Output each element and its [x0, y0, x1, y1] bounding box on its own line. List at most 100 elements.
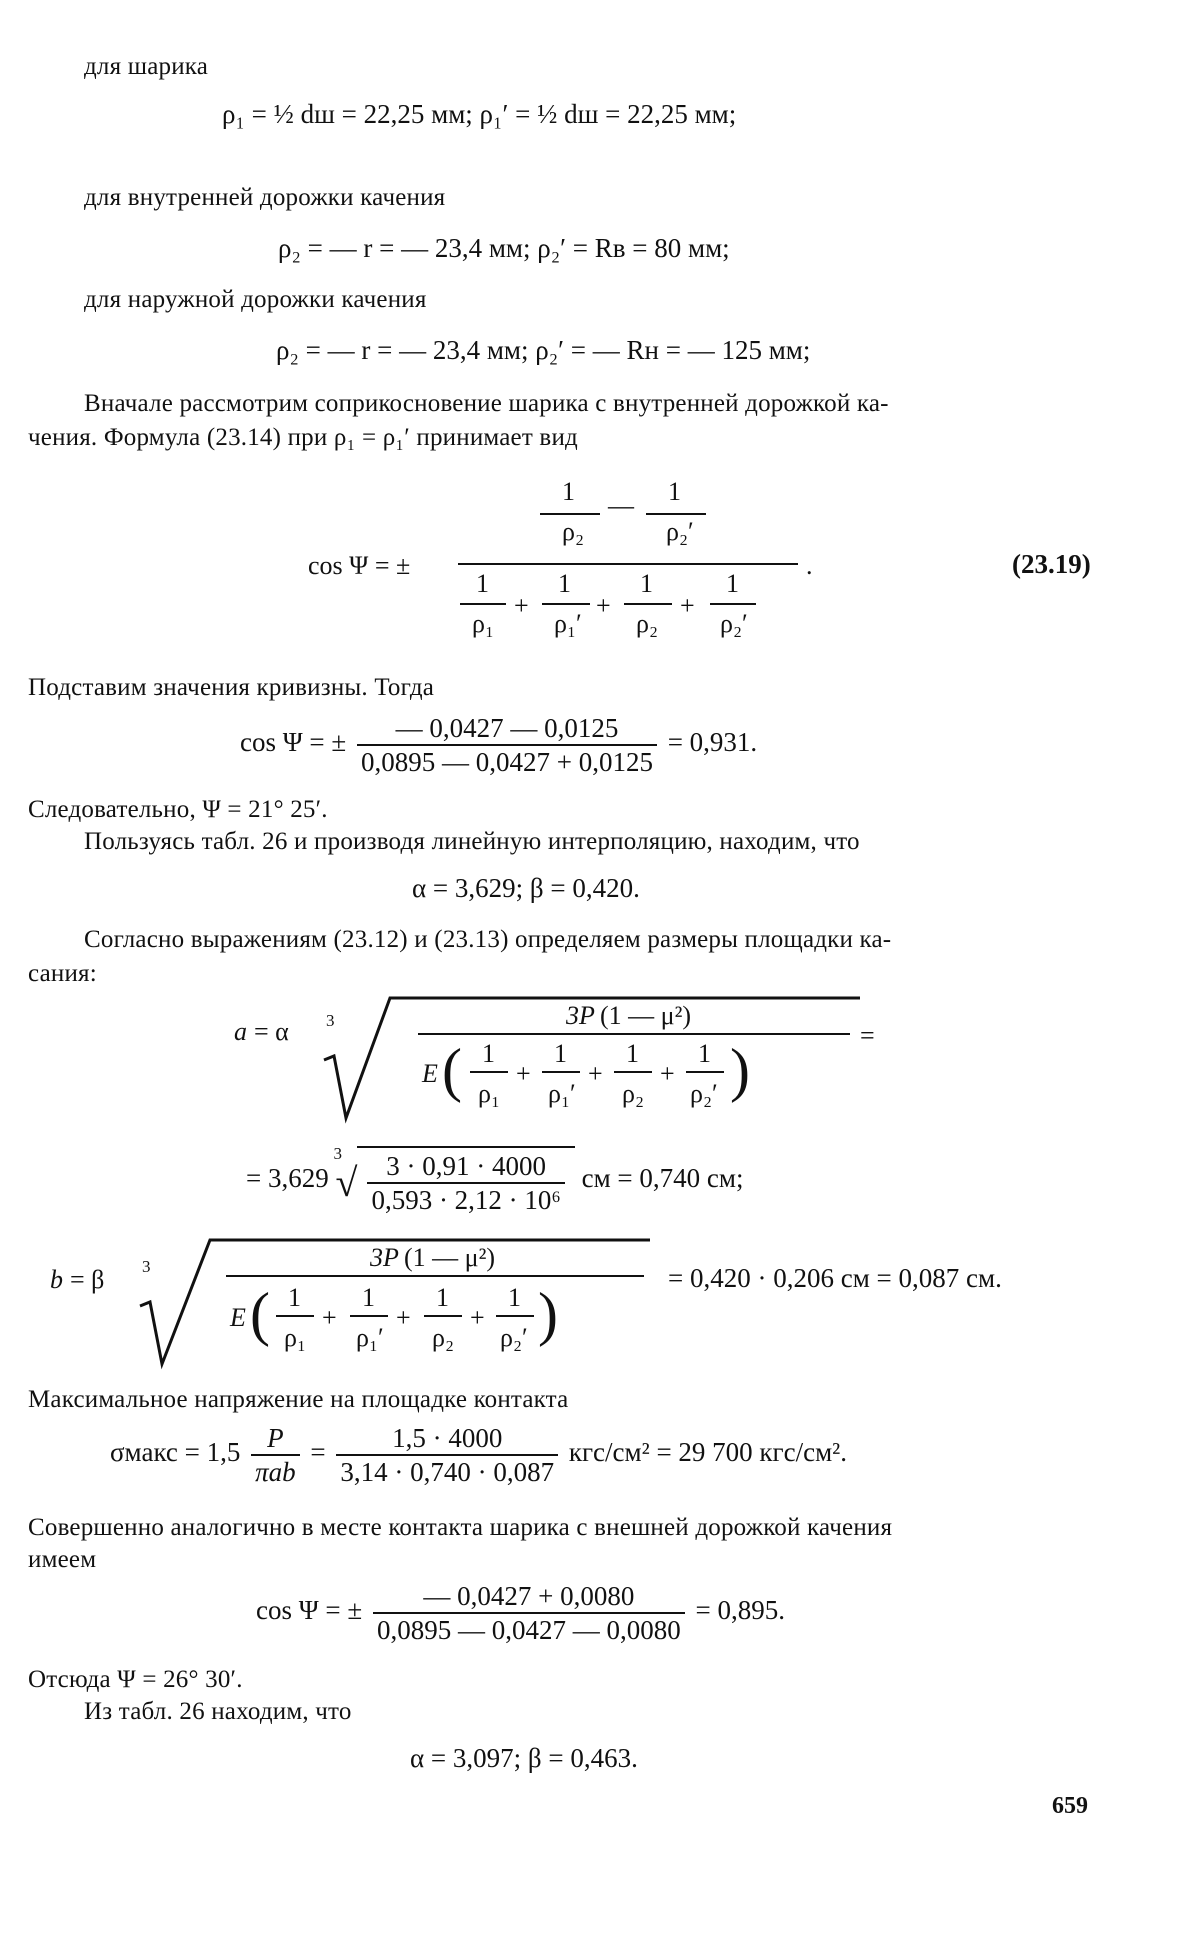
svg-text:—: — [607, 491, 635, 520]
eq-cos-fraction: — 0,0427 — 0,0125 0,0895 — 0,0427 + 0,01… [356, 712, 657, 778]
equation-23-19: cos Ψ = ± 1 ρ₂ — 1 ρ₂′ 1 ρ₁ + 1 ρ₁′ + 1 … [308, 477, 813, 638]
svg-text:ρ₂: ρ₂ [432, 1323, 454, 1352]
svg-text:1: 1 [626, 1039, 639, 1068]
text-paragraph-6: Максимальное напряжение на площадке конт… [28, 1386, 569, 1413]
text-paragraph-5a: Согласно выражениям (23.12) и (23.13) оп… [84, 926, 892, 953]
text-paragraph-7b: имеем [28, 1546, 97, 1573]
eq-a-denominator: 0,593 · 2,12 · 10⁶ [371, 1185, 561, 1215]
svg-text:(: ( [250, 1281, 270, 1347]
svg-text:(1 — μ²): (1 — μ²) [404, 1243, 495, 1272]
text-paragraph-3: Следовательно, Ψ = 21° 25′. [28, 796, 328, 823]
text-paragraph-1a: Вначале рассмотрим соприкосновение шарик… [84, 390, 889, 417]
eq-cos-result: = 0,931. [667, 727, 758, 758]
svg-text:ρ₁: ρ₁ [472, 609, 494, 638]
svg-text:+: + [514, 591, 529, 620]
svg-text:=: = [860, 1021, 875, 1050]
svg-text:ρ₂′: ρ₂′ [500, 1323, 528, 1352]
equation-alpha-beta-outer: α = 3,097; β = 0,463. [410, 1743, 638, 1773]
equation-a-numeric: = 3,629 3 √ 3 · 0,91 · 4000 0,593 · 2,12… [246, 1144, 744, 1216]
text-paragraph-7a: Совершенно аналогично в месте контакта ш… [28, 1514, 893, 1541]
svg-text:1: 1 [668, 477, 681, 506]
svg-text:ρ₂′: ρ₂′ [666, 517, 694, 546]
eq-cos-numerator: — 0,0427 — 0,0125 [356, 712, 657, 746]
svg-text:+: + [516, 1059, 531, 1088]
svg-text:.: . [806, 551, 813, 580]
equation-sigma-max: σмакс = 1,5 P πab = 1,5 · 4000 3,14 · 0,… [110, 1422, 848, 1488]
svg-text:ρ₁′: ρ₁′ [554, 609, 582, 638]
svg-text:1: 1 [362, 1283, 375, 1312]
svg-text:1: 1 [476, 569, 489, 598]
svg-text:b: b [50, 1265, 63, 1294]
svg-text:1: 1 [558, 569, 571, 598]
equation-outer-race-radii: ρ₂ = — r = — 23,4 мм; ρ₂′ = — Rн = — 125… [276, 335, 811, 365]
eq-a-fraction: 3 · 0,91 · 4000 0,593 · 2,12 · 10⁶ [367, 1150, 565, 1216]
svg-text:ρ₁: ρ₁ [478, 1079, 500, 1108]
svg-text:ρ₂: ρ₂ [622, 1079, 644, 1108]
svg-text:+: + [596, 591, 611, 620]
svg-text:+: + [322, 1303, 337, 1332]
eq-a-radical: 3 √ 3 · 0,91 · 4000 0,593 · 2,12 · 10⁶ [333, 1144, 575, 1216]
equation-b-cube-root: b = β 3 3P (1 — μ²) E ( 1 ρ₁ + 1 ρ₁′ + 1… [50, 1238, 650, 1370]
svg-text:= β: = β [70, 1265, 104, 1294]
svg-text:cos Ψ = ±: cos Ψ = ± [308, 551, 410, 580]
svg-text:= α: = α [254, 1017, 289, 1046]
eq-cos2-numerator: — 0,0427 + 0,0080 [372, 1580, 685, 1614]
svg-text:ρ₂: ρ₂ [636, 609, 658, 638]
eq-sigma-result: кгс/см² = 29 700 кгс/см². [568, 1437, 848, 1468]
eq-cos2-denominator: 0,0895 — 0,0427 — 0,0080 [376, 1615, 681, 1645]
eq-cos2-result: = 0,895. [695, 1595, 785, 1626]
eq-a-numerator: 3 · 0,91 · 4000 [367, 1150, 565, 1184]
text-paragraph-5b: сания: [28, 960, 97, 987]
svg-text:1: 1 [482, 1039, 495, 1068]
text-ball-label: для шарика [84, 53, 209, 80]
svg-text:1: 1 [554, 1039, 567, 1068]
svg-text:3: 3 [142, 1257, 151, 1276]
svg-text:ρ₁: ρ₁ [284, 1323, 306, 1352]
svg-text:): ) [730, 1037, 750, 1103]
svg-text:ρ₁′: ρ₁′ [356, 1323, 384, 1352]
svg-text:+: + [660, 1059, 675, 1088]
eq-sigma-numeric-fraction: 1,5 · 4000 3,14 · 0,740 · 0,087 [336, 1422, 559, 1488]
svg-text:1: 1 [562, 477, 575, 506]
svg-text:1: 1 [726, 569, 739, 598]
svg-text:): ) [538, 1281, 558, 1347]
svg-text:1: 1 [698, 1039, 711, 1068]
svg-text:1: 1 [288, 1283, 301, 1312]
text-paragraph-2: Подставим значения кривизны. Тогда [28, 674, 435, 701]
equation-a-cube-root: a = α 3 3P (1 — μ²) E ( 1 ρ₁ + 1 ρ₁′ + 1… [234, 996, 875, 1124]
svg-text:ρ₂′: ρ₂′ [720, 609, 748, 638]
svg-text:(1 — μ²): (1 — μ²) [600, 1001, 691, 1030]
eq-sigma-symbolic-fraction: P πab [251, 1422, 300, 1488]
equation-cos-psi-inner: cos Ψ = ± — 0,0427 — 0,0125 0,0895 — 0,0… [240, 712, 757, 778]
equation-inner-race-radii: ρ₂ = — r = — 23,4 мм; ρ₂′ = Rв = 80 мм; [278, 233, 730, 263]
svg-text:+: + [470, 1303, 485, 1332]
text-paragraph-1b: чения. Формула (23.14) при ρ₁ = ρ₁′ прин… [28, 424, 578, 451]
equation-cos-psi-outer: cos Ψ = ± — 0,0427 + 0,0080 0,0895 — 0,0… [256, 1580, 785, 1646]
text-paragraph-9: Из табл. 26 находим, что [84, 1698, 352, 1725]
svg-text:ρ₁′: ρ₁′ [548, 1079, 576, 1108]
equation-b-result: = 0,420 · 0,206 см = 0,087 см. [668, 1263, 1002, 1293]
eq-sigma-denominator: 3,14 · 0,740 · 0,087 [340, 1457, 555, 1487]
equation-alpha-beta-inner: α = 3,629; β = 0,420. [412, 873, 640, 903]
eq-a-result: см = 0,740 см; [581, 1163, 744, 1194]
eq-cos-denominator: 0,0895 — 0,0427 + 0,0125 [360, 747, 653, 777]
text-inner-race-label: для внутренней дорожки качения [84, 184, 446, 211]
text-paragraph-8: Отсюда Ψ = 26° 30′. [28, 1666, 243, 1693]
svg-text:E: E [229, 1303, 246, 1332]
svg-text:(: ( [442, 1037, 462, 1103]
svg-text:ρ₂′: ρ₂′ [690, 1079, 718, 1108]
equation-ball-radii: ρ₁ = ½ dш = 22,25 мм; ρ₁′ = ½ dш = 22,25… [222, 99, 737, 129]
svg-text:E: E [421, 1059, 438, 1088]
text-paragraph-4: Пользуясь табл. 26 и производя линейную … [84, 828, 860, 855]
page-number: 659 [1052, 1793, 1088, 1819]
svg-text:1: 1 [508, 1283, 521, 1312]
svg-text:3P: 3P [369, 1243, 399, 1272]
svg-text:ρ₂: ρ₂ [562, 517, 584, 546]
svg-text:3P: 3P [565, 1001, 595, 1030]
eq-sigma-numerator: 1,5 · 4000 [336, 1422, 559, 1456]
svg-text:3: 3 [326, 1011, 335, 1030]
eq-cos2-fraction: — 0,0427 + 0,0080 0,0895 — 0,0427 — 0,00… [372, 1580, 685, 1646]
eq-cos-lhs: cos Ψ = ± [240, 727, 347, 758]
svg-text:+: + [588, 1059, 603, 1088]
